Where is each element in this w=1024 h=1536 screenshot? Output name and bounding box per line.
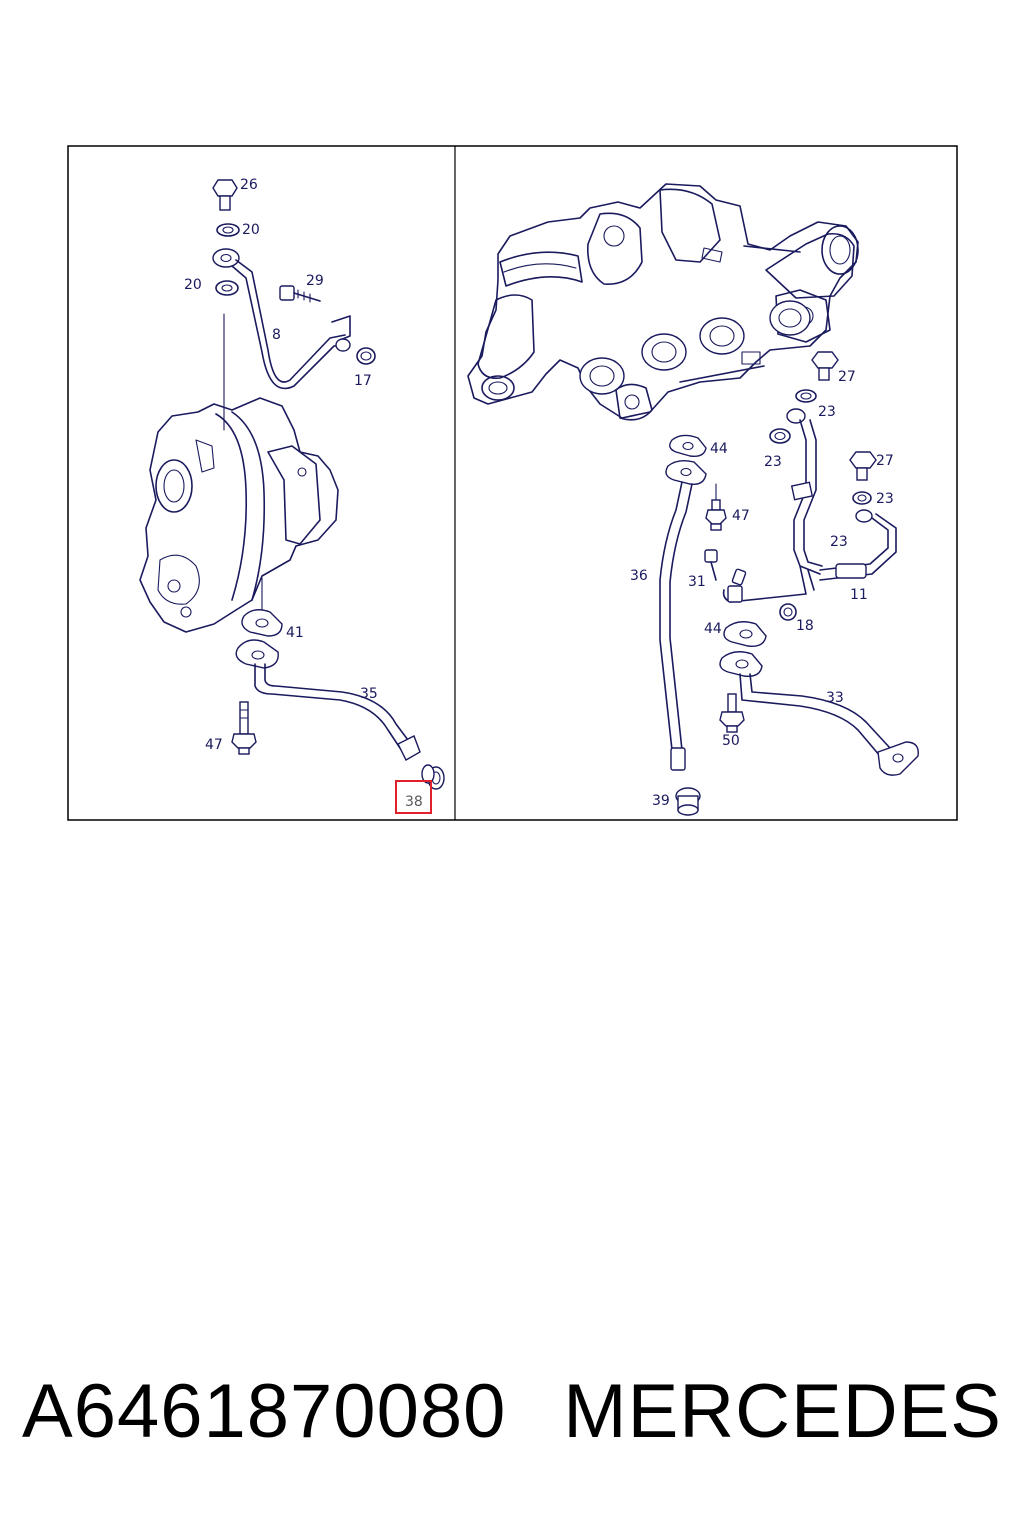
callout-47-left[interactable]: 47 bbox=[205, 737, 223, 753]
turbocharger-assembly-right bbox=[467, 183, 859, 421]
callout-36[interactable]: 36 bbox=[630, 568, 648, 584]
diagram-frame bbox=[67, 145, 958, 821]
callout-17[interactable]: 17 bbox=[354, 373, 372, 389]
gasket-44-lower bbox=[723, 621, 767, 647]
parts-diagram: 26 20 20 29 8 17 41 35 47 38 bbox=[67, 145, 958, 821]
callout-18[interactable]: 18 bbox=[796, 618, 814, 634]
callout-35[interactable]: 35 bbox=[360, 686, 378, 702]
brand-name: MERCEDES bbox=[563, 1369, 1002, 1454]
right-panel bbox=[467, 183, 919, 816]
callout-47-right[interactable]: 47 bbox=[732, 508, 750, 524]
callout-8[interactable]: 8 bbox=[272, 327, 281, 343]
callout-50[interactable]: 50 bbox=[722, 733, 740, 749]
left-panel bbox=[139, 179, 445, 790]
callout-29[interactable]: 29 bbox=[306, 273, 324, 289]
oil-return-pipe-35 bbox=[235, 639, 421, 761]
bolt-31 bbox=[704, 549, 747, 586]
callout-41[interactable]: 41 bbox=[286, 625, 304, 641]
gasket-41 bbox=[241, 609, 283, 637]
bolt-50 bbox=[719, 693, 745, 733]
callout-20-lower[interactable]: 20 bbox=[184, 277, 202, 293]
bolt-29 bbox=[279, 285, 321, 303]
callout-38-highlight bbox=[395, 780, 432, 814]
seal-38 bbox=[421, 764, 445, 790]
banjo-bolt-27-lower bbox=[849, 451, 877, 481]
gasket-44-upper bbox=[669, 434, 707, 458]
callout-27-lower[interactable]: 27 bbox=[876, 453, 894, 469]
turbocharger-housing-left bbox=[139, 397, 339, 633]
callout-11[interactable]: 11 bbox=[850, 587, 868, 603]
callout-23-b[interactable]: 23 bbox=[764, 454, 782, 470]
callout-23-d[interactable]: 23 bbox=[830, 534, 848, 550]
oil-return-pipe-36 bbox=[659, 459, 707, 771]
banjo-bolt-26 bbox=[212, 179, 238, 211]
callout-27-upper[interactable]: 27 bbox=[838, 369, 856, 385]
footer: A6461870080 MERCEDES bbox=[0, 1368, 1024, 1468]
callout-33[interactable]: 33 bbox=[826, 690, 844, 706]
callout-20-upper[interactable]: 20 bbox=[242, 222, 260, 238]
callout-38[interactable]: 38 bbox=[405, 794, 423, 810]
seal-39 bbox=[675, 787, 701, 816]
callout-44-lower[interactable]: 44 bbox=[704, 621, 722, 637]
oil-feed-line-11 bbox=[722, 419, 897, 603]
banjo-bolt-27-upper bbox=[811, 351, 839, 381]
callout-26[interactable]: 26 bbox=[240, 177, 258, 193]
callout-44-upper[interactable]: 44 bbox=[710, 441, 728, 457]
callout-31[interactable]: 31 bbox=[688, 574, 706, 590]
callout-39[interactable]: 39 bbox=[652, 793, 670, 809]
bolt-47-left bbox=[231, 701, 257, 755]
oil-return-pipe-33 bbox=[719, 651, 919, 776]
callout-23-c[interactable]: 23 bbox=[876, 491, 894, 507]
bolt-47-right bbox=[705, 483, 727, 531]
part-number: A6461870080 bbox=[22, 1369, 507, 1454]
callout-23-a[interactable]: 23 bbox=[818, 404, 836, 420]
